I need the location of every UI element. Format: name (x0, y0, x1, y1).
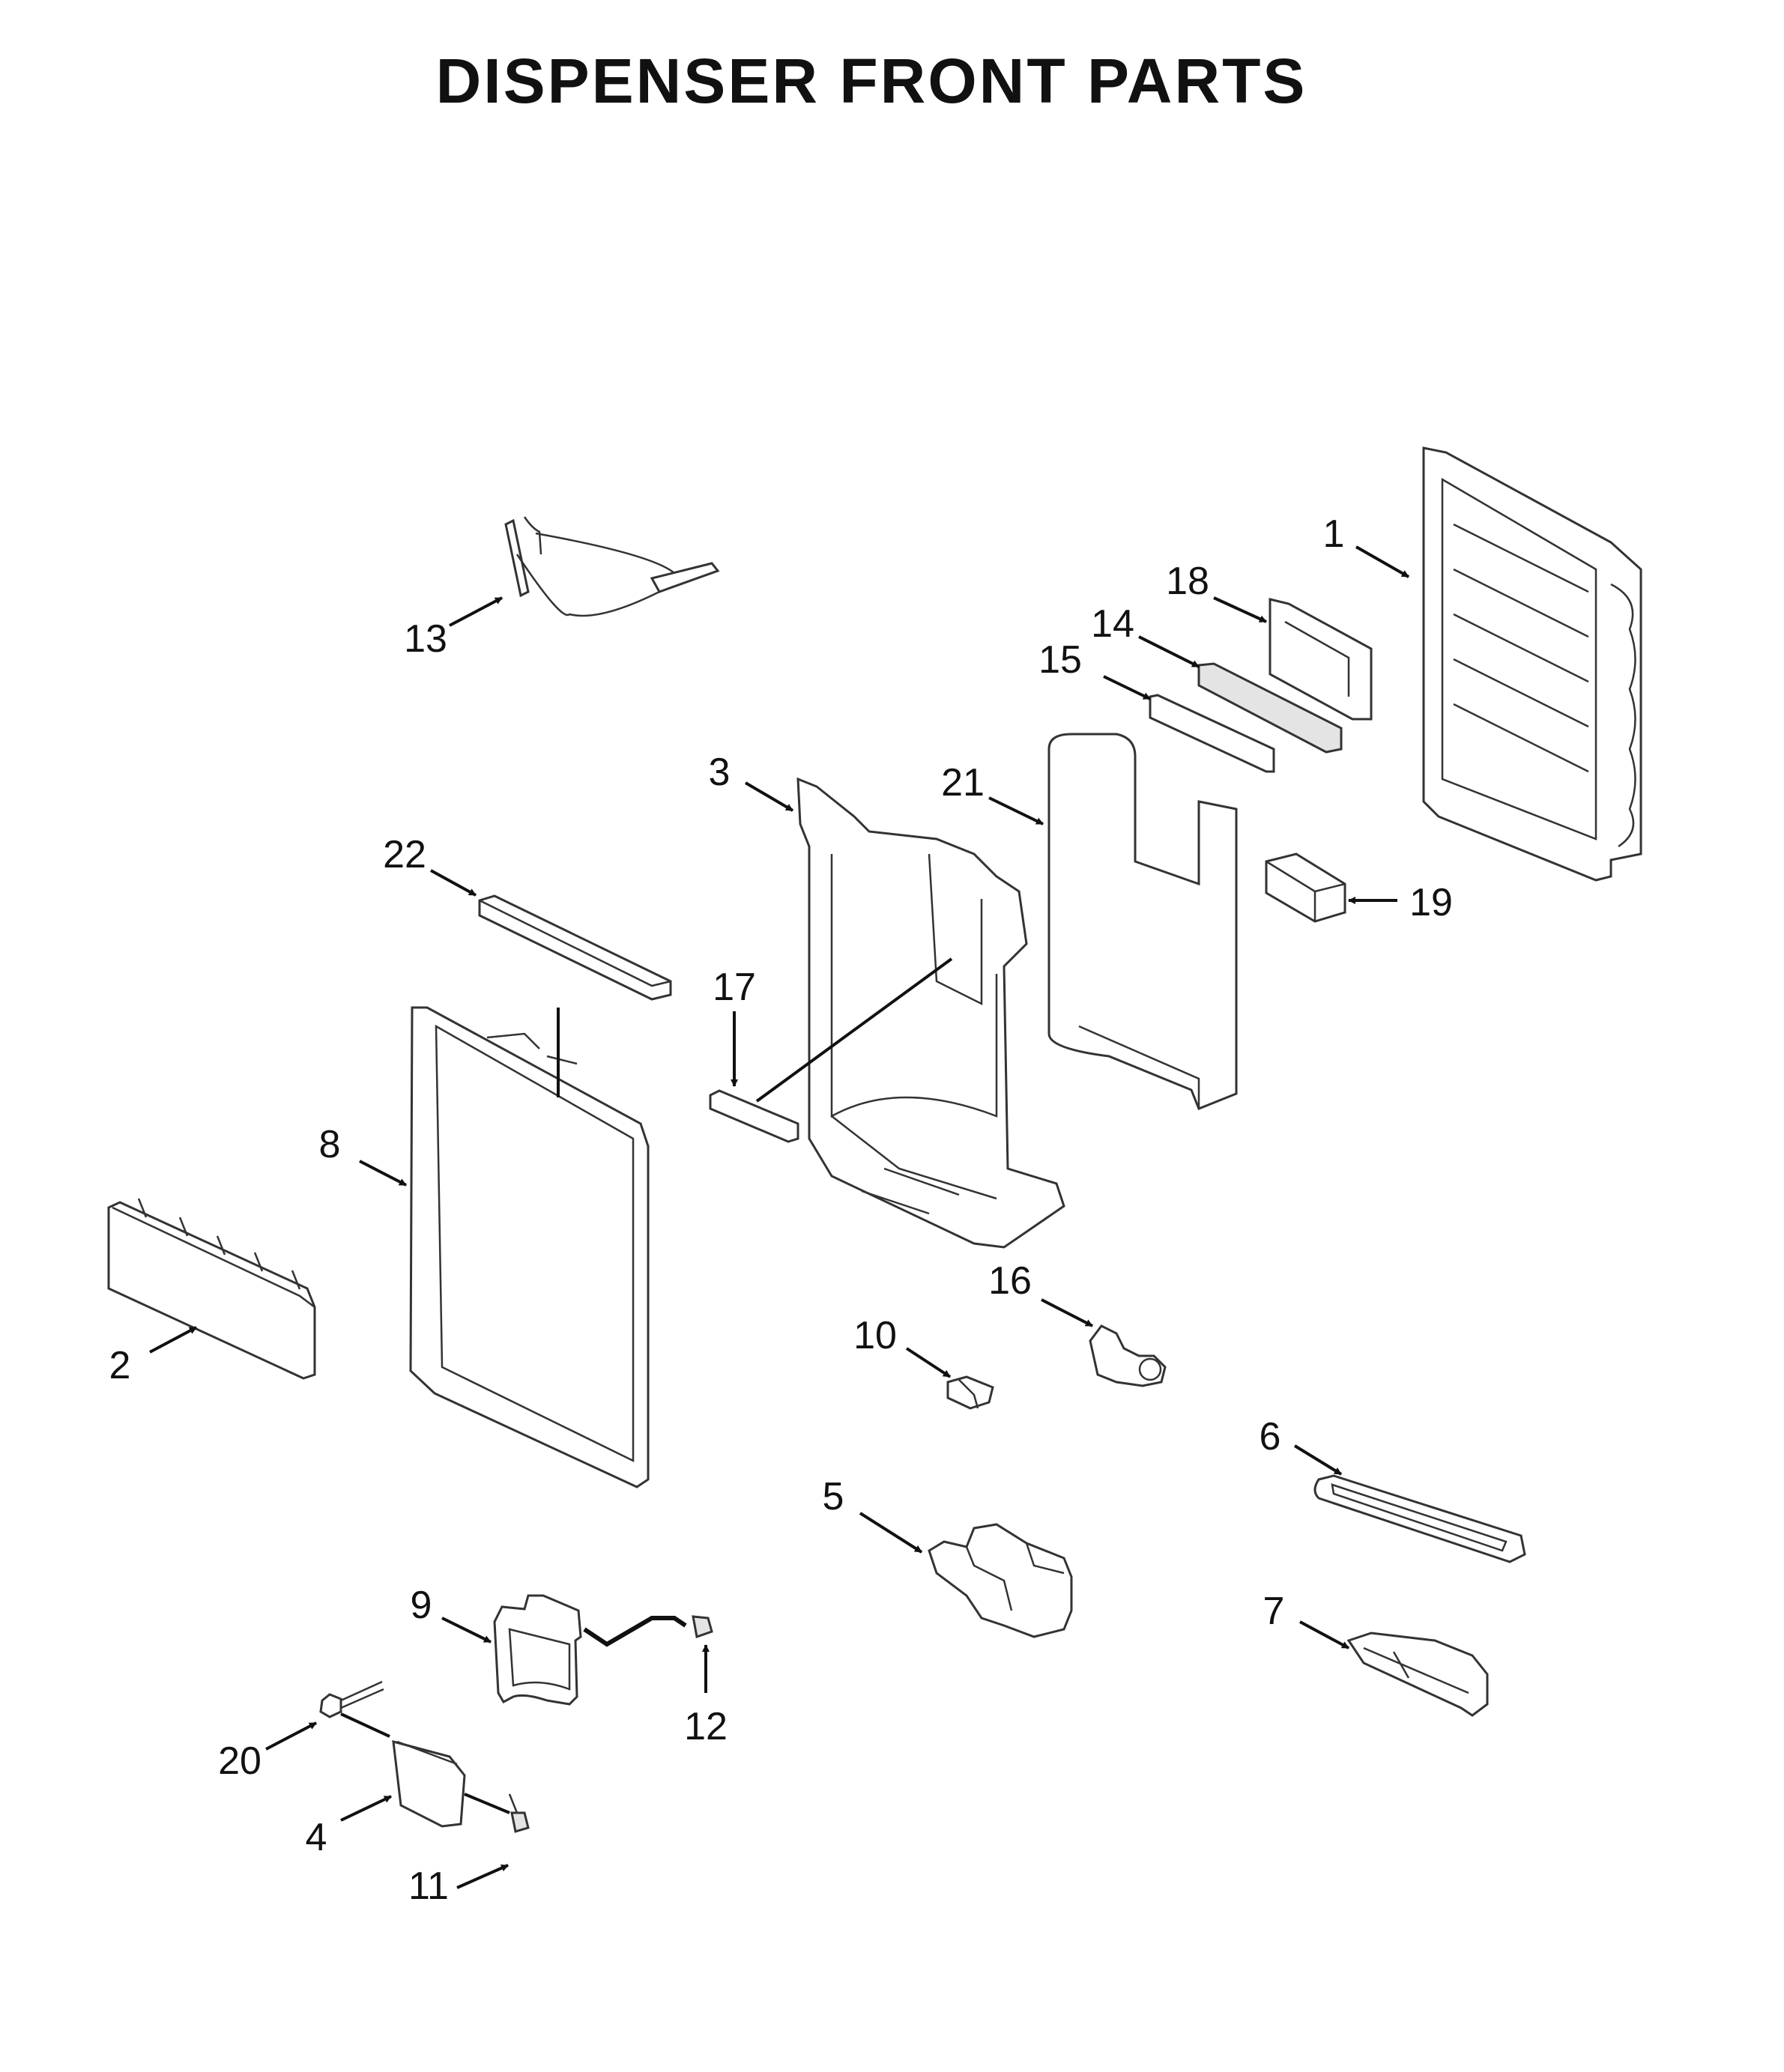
callout-6: 6 (1260, 1415, 1281, 1458)
part-14-light-bar (1197, 662, 1343, 754)
leader-5 (859, 1512, 923, 1554)
leader-14 (1138, 635, 1200, 668)
part-1-dispenser-housing (1422, 446, 1642, 882)
part-15-light-lens (1149, 694, 1275, 773)
callout-9: 9 (411, 1584, 432, 1627)
part-13-wire-harness (504, 516, 720, 617)
callout-8: 8 (319, 1123, 341, 1166)
part-8-front-bezel (409, 1006, 650, 1488)
callout-3: 3 (709, 751, 731, 794)
leader-4 (340, 1795, 392, 1822)
callout-13: 13 (404, 617, 447, 661)
callout-18: 18 (1166, 560, 1209, 603)
part-20-pivot-pin (319, 1680, 390, 1738)
leader-15 (1103, 675, 1151, 700)
part-19-foam-block (1265, 852, 1346, 923)
part-3-dispenser-frame (796, 777, 1065, 1249)
callout-16: 16 (988, 1259, 1032, 1303)
part-10-switch (946, 1375, 994, 1410)
part-17-foam-pad (709, 1089, 799, 1143)
callout-7: 7 (1263, 1590, 1285, 1633)
callout-15: 15 (1038, 638, 1082, 682)
leader-10 (905, 1347, 952, 1378)
leader-8 (359, 1160, 407, 1187)
part-16-solenoid (1089, 1324, 1167, 1387)
leader-9 (441, 1617, 492, 1644)
callout-14: 14 (1091, 602, 1134, 646)
leader-20 (265, 1721, 317, 1751)
callout-19: 19 (1409, 881, 1453, 924)
callout-17: 17 (713, 966, 756, 1009)
part-12-lever-spring (583, 1615, 713, 1647)
callout-12: 12 (684, 1705, 728, 1748)
callout-21: 21 (941, 761, 985, 805)
callout-4: 4 (306, 1816, 327, 1859)
part-5-actuator-assembly (928, 1523, 1073, 1638)
callout-1: 1 (1323, 512, 1345, 556)
callout-20: 20 (218, 1739, 261, 1783)
part-11-torsion-spring (464, 1793, 530, 1833)
leader-6 (1293, 1444, 1343, 1476)
part-18-bracket (1269, 598, 1373, 721)
part-2-control-panel (107, 1198, 316, 1380)
leader-16 (1041, 1298, 1093, 1327)
part-21-duct-cover (1047, 733, 1238, 1110)
part-6-drip-tray-frame (1313, 1474, 1526, 1563)
leader-22 (430, 869, 477, 897)
leader-2 (149, 1326, 197, 1354)
leader-13 (449, 596, 503, 627)
assembly-line-17-to-3 (755, 957, 953, 1103)
callout-10: 10 (853, 1314, 897, 1357)
part-7-drip-tray (1346, 1632, 1489, 1717)
leader-3 (744, 781, 794, 812)
leader-11 (456, 1864, 509, 1889)
leader-7 (1299, 1620, 1349, 1650)
callout-2: 2 (109, 1344, 131, 1387)
part-4-door-flap (392, 1739, 466, 1828)
callout-11: 11 (408, 1865, 449, 1908)
page-title: DISPENSER FRONT PARTS (435, 46, 1307, 116)
leader-1 (1355, 545, 1409, 578)
callout-22: 22 (383, 833, 426, 876)
callout-5: 5 (823, 1475, 844, 1518)
part-9-dispenser-lever (493, 1594, 582, 1706)
leader-18 (1213, 596, 1267, 623)
leader-21 (988, 796, 1044, 826)
part-22-gasket-strip (478, 894, 672, 1001)
